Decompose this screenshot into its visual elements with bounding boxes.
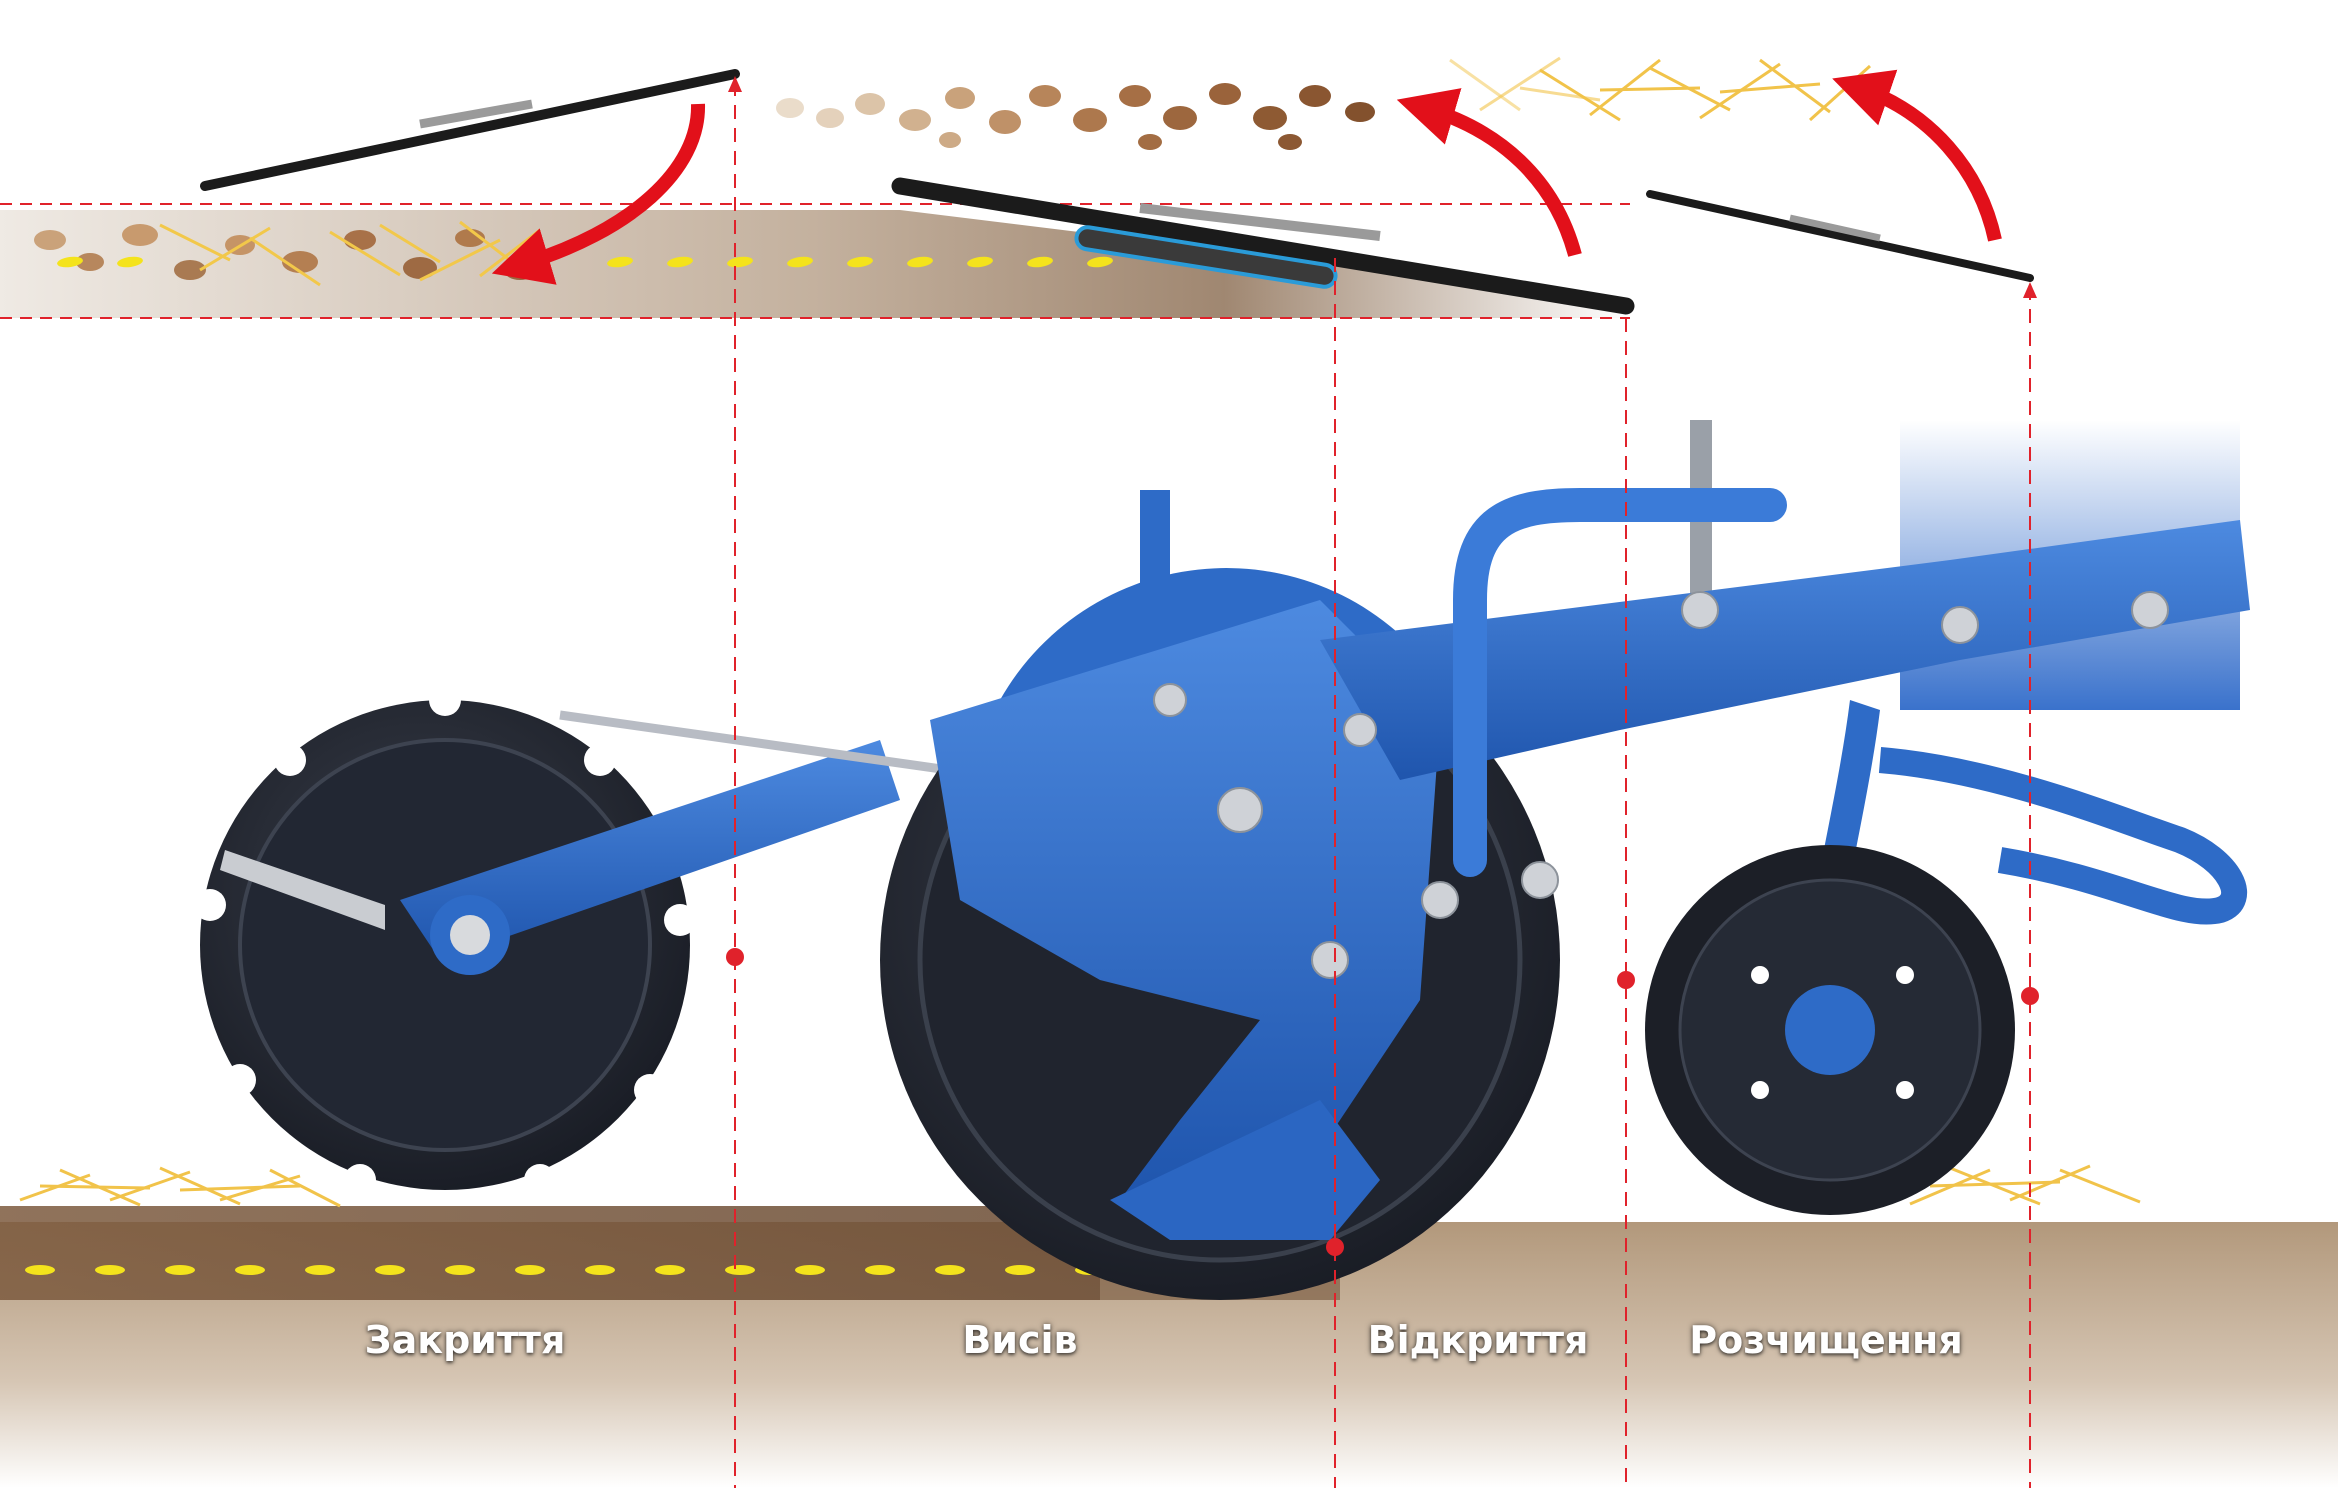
closing-arm <box>400 740 900 960</box>
curved-arrow-icon <box>1396 88 1582 257</box>
stage-label-closing: Закриття <box>364 1318 566 1362</box>
closed-furrow-top <box>0 1206 1100 1300</box>
opener-shank <box>930 600 1440 1200</box>
boundary-markers <box>726 76 2039 1256</box>
closing-blade <box>200 69 740 191</box>
curved-arrow-icon <box>1832 69 2002 242</box>
straw-on-ground-right <box>1909 1164 2141 1206</box>
seed-boot <box>1110 1100 1380 1240</box>
stage-label-opening: Відкриття <box>1367 1318 1589 1362</box>
curved-arrow-icon <box>491 103 706 285</box>
handle <box>1453 488 1787 877</box>
sowing-blade <box>891 177 1635 315</box>
soil-clods-flying <box>776 83 1375 150</box>
stage-label-clearing: Розчищення <box>1689 1318 1963 1362</box>
clearing-spring <box>1878 747 2247 925</box>
seed-row-ground <box>25 1265 1105 1275</box>
clearing-wheel <box>1645 845 2015 1215</box>
top-schematic <box>0 56 2034 319</box>
stage-label-sowing: Висів <box>962 1318 1078 1362</box>
planter-row-unit <box>194 420 2250 1300</box>
bolts <box>1153 591 2169 979</box>
main-beam <box>1320 520 2250 780</box>
stage-boundaries <box>734 82 2031 1488</box>
clearing-blade <box>1646 190 2034 282</box>
straw-flying <box>1449 56 1872 122</box>
soil-band <box>0 210 1632 318</box>
gauge-handle <box>1140 490 1170 640</box>
seed-row-top <box>57 256 1113 268</box>
straw-on-ground-left <box>19 1166 341 1208</box>
